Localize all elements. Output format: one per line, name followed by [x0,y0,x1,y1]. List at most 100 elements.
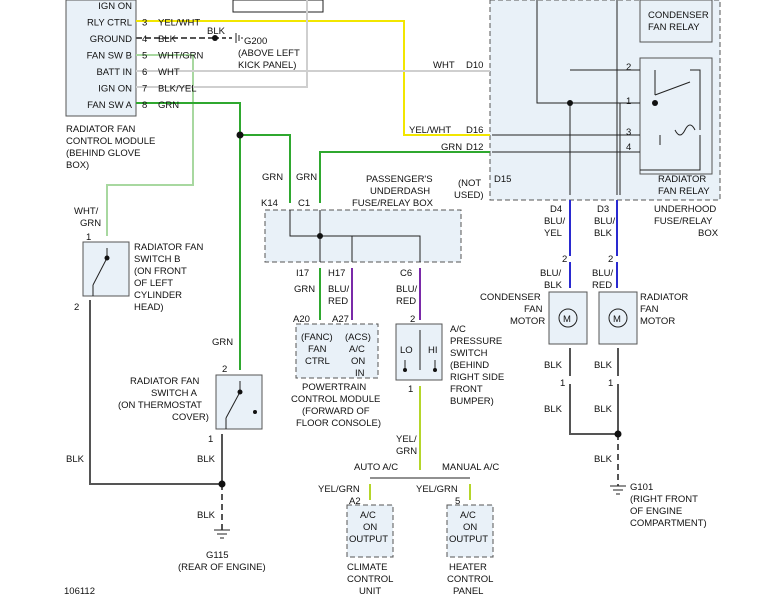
ground-symbol-g200 [235,33,243,43]
manual-ac-label: MANUAL A/C [442,462,499,473]
ac-pin-bottom: 1 [408,384,413,395]
fsa-cap-1: RADIATOR FAN [130,376,199,387]
not-used-2: USED) [454,190,484,201]
pin-d12: D12 [466,142,483,153]
splice-dot-uh2 [652,100,658,106]
cm-cap-2: FAN [524,304,543,315]
rm-wire-out2: BLK [594,404,613,415]
wire-c6-2: RED [396,296,416,307]
radiator-motor-symbol [608,308,628,328]
hcp-cap-3: PANEL [453,586,483,597]
pin-c6: C6 [400,268,412,279]
pcm-fanc-2: FAN [308,344,327,355]
wire-h17-2: RED [328,296,348,307]
pin-i17: I17 [296,268,309,279]
rad-relay-pin-3: 3 [626,127,631,138]
pass-cap-1: PASSENGER'S [366,174,433,185]
pass-cap-3: FUSE/RELAY BOX [352,198,434,209]
figure-id: 106112 [64,586,95,597]
fsb-cap-2: SWITCH B [134,254,180,265]
rfcm-pin-label: BATT IN [96,67,132,78]
fsb-cap-5: CYLINDER [134,290,182,301]
rfcm-caption-1: RADIATOR FAN [66,124,135,135]
rfcm-pin-number: 5 [142,51,147,62]
ac-hi: HI [428,345,438,356]
ground-symbol-g115 [214,529,230,539]
rfcm-pin-label: FAN SW A [87,100,133,111]
rfcm-ground-cap-2: KICK PANEL) [238,60,296,71]
fan-switch-b-box [82,241,130,297]
condenser-relay-box [639,0,713,43]
splice-dot-grn [236,131,244,139]
hcp-label-3: OUTPUT [449,534,488,545]
wire-i17-label: GRN [294,284,315,295]
hcp-pin: 5 [455,496,460,507]
d4-id: D4 [550,204,562,215]
fsa-pin-bottom: 1 [208,434,213,445]
pcm-cap-4: FLOOR CONSOLE) [296,418,381,429]
pcm-cap-1: POWERTRAIN [302,382,366,393]
wire-ign [136,0,308,88]
relay-internal [640,69,701,171]
splice-dot-right [614,430,622,438]
cm-wire-out2: BLK [544,404,563,415]
ac-cap-4: (BEHIND [450,360,489,371]
rm-wire-out: BLK [594,360,613,371]
fsb-cap-3: (ON FRONT [134,266,187,277]
g115-cap: (REAR OF ENGINE) [178,562,266,573]
g101-cap-2: OF ENGINE [630,506,682,517]
hcp-box [446,504,494,558]
uh-internal [492,0,640,195]
pin-k14: K14 [261,198,278,209]
pin-d16: D16 [466,125,483,136]
fsb-cap-6: HEAD) [134,302,164,313]
rfcm-ground-ref: G200 [244,36,267,47]
fsb-wire-1: WHT/ [74,206,99,217]
switch-a-contact2 [253,410,257,414]
wire-d10-label: WHT [433,60,455,71]
d4-wire-1: BLU/ [544,216,565,227]
fsa-wire-bottom: BLK [197,454,216,465]
wire-sw-b-gnd [89,300,222,485]
d3-wire-2: BLK [594,228,613,239]
cm-cap-1: CONDENSER [480,292,541,303]
pcm-fanc-1: (FANC) [301,332,333,343]
rfcm-pin-label: IGN ON [98,84,132,95]
hcp-label-2: ON [463,522,477,533]
rfcm-side-box [232,0,324,13]
pin-c1: C1 [298,198,310,209]
rfcm-pin-number: 4 [142,34,147,45]
condenser-relay-1: CONDENSER [648,10,709,21]
d3-wire-1: BLU/ [594,216,615,227]
g115-wire: BLK [197,510,216,521]
cm-wire-in-1: BLU/ [540,268,561,279]
underhood-cap-2: FUSE/RELAY [654,216,713,227]
ac-cap-3: SWITCH [450,348,488,359]
condenser-motor-box [548,291,588,345]
wire-splice-k14 [240,134,291,203]
cm-wire-in-2: BLK [544,280,563,291]
switch-b-contact [104,255,110,261]
wire-d12-label: GRN [441,142,462,153]
ac-switch-c1 [403,368,407,372]
cond-relay-pin-2: 2 [626,62,631,73]
pcm-fanc-3: CTRL [305,356,330,367]
left-blk: BLK [66,454,85,465]
rm-pin-bottom: 1 [608,378,613,389]
wire-h17-1: BLU/ [328,284,349,295]
rfcm-pin-wire: YEL/WHT [158,18,200,29]
wire-cm-gnd [569,348,618,435]
rfcm-pin-wire: WHT [158,67,180,78]
g101-wire: BLK [594,454,613,465]
wire-fan-sw-b [106,54,194,236]
pcm-pin-a27: A27 [332,314,349,325]
wire-d12 [319,151,490,203]
wire-c6-1: BLU/ [396,284,417,295]
switch-a-contact [237,389,243,395]
rm-wire-in-2: RED [592,280,612,291]
pcm-cap-2: CONTROL MODULE [291,394,380,405]
rfcm-pin-number: 7 [142,84,147,95]
hcp-cap-2: CONTROL [447,574,493,585]
pcm-acs-4: IN [355,368,365,379]
